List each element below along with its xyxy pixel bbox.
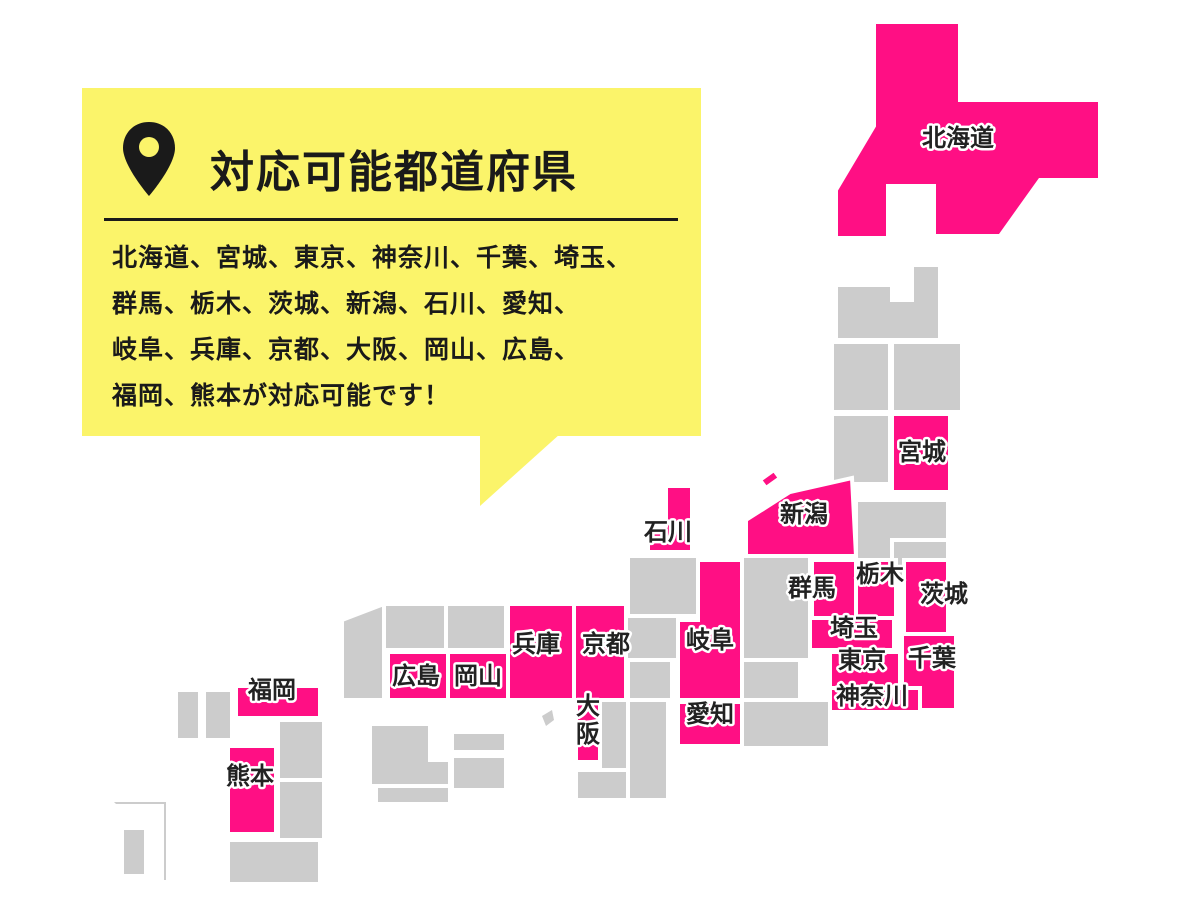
prefecture-toyama xyxy=(626,554,700,618)
map-decoration-0 xyxy=(542,710,554,726)
prefecture-label: 群馬 xyxy=(788,574,836,602)
prefecture-label: 茨城 xyxy=(920,580,968,608)
active-prefectures xyxy=(226,20,1102,836)
prefecture-label: 石川 xyxy=(643,518,692,546)
prefecture-label: 岡山 xyxy=(454,662,502,690)
prefecture-label: 北海道 xyxy=(922,124,994,152)
prefecture-kochi xyxy=(374,784,452,806)
prefecture-hokkaido xyxy=(834,20,1102,240)
prefecture-yamagata xyxy=(830,412,892,486)
prefecture-label: 新潟 xyxy=(780,500,828,528)
prefecture-niigata xyxy=(744,475,859,558)
prefecture-kumamoto xyxy=(226,744,278,836)
map-pin-icon xyxy=(123,122,175,196)
prefecture-iwate xyxy=(890,340,964,414)
prefecture-shimane xyxy=(382,602,448,652)
prefecture-shizuoka xyxy=(740,698,832,750)
prefecture-okinawa xyxy=(120,826,148,878)
prefecture-ehime xyxy=(368,722,452,788)
prefecture-aichi xyxy=(676,700,744,748)
prefecture-aomori xyxy=(834,263,942,342)
prefecture-label: 熊本 xyxy=(226,762,274,790)
prefecture-label: 千葉 xyxy=(908,644,957,672)
prefecture-shiga xyxy=(626,658,674,702)
prefecture-kanagawa xyxy=(828,686,922,714)
callout-tail xyxy=(480,434,560,506)
callout-title: 対応可能都道府県 xyxy=(210,147,578,198)
prefecture-saga xyxy=(202,688,234,742)
prefecture-oita xyxy=(276,718,326,782)
prefecture-label: 埼玉 xyxy=(830,614,878,642)
prefecture-akita xyxy=(830,340,892,414)
prefecture-nagano xyxy=(740,554,812,662)
prefecture-osaka xyxy=(574,698,602,764)
prefecture-label: 東京 xyxy=(838,646,886,674)
prefecture-label: 広島 xyxy=(392,662,440,690)
prefecture-ishikawa xyxy=(646,484,694,554)
prefecture-mie xyxy=(626,698,670,802)
callout-text-line-3: 岐阜、兵庫、京都、大阪、岡山、広島、 xyxy=(112,335,581,364)
prefecture-kagawa xyxy=(450,730,508,754)
prefecture-yamaguchi xyxy=(340,601,386,702)
prefecture-yamanashi xyxy=(740,658,802,702)
prefecture-label: 兵庫 xyxy=(512,630,560,658)
prefecture-nagasaki xyxy=(174,688,202,742)
prefecture-label: 神奈川 xyxy=(836,682,908,710)
prefecture-label: 宮城 xyxy=(898,438,946,466)
prefecture-kagoshima xyxy=(226,838,322,886)
prefecture-label: 栃木 xyxy=(856,560,905,588)
prefecture-miyazaki xyxy=(276,778,326,842)
prefecture-labels: 北海道宮城新潟石川栃木群馬 茨城埼玉東京千葉神奈川 岐阜愛知 京都兵庫大阪 岡山広島福岡… xyxy=(224,122,997,793)
callout-text-line-4: 福岡、熊本が対応可能です！ xyxy=(112,381,451,410)
callout-bubble xyxy=(82,88,701,436)
prefecture-wakayama xyxy=(574,768,630,802)
prefecture-hiroshima xyxy=(386,650,450,702)
callout-divider xyxy=(104,218,678,221)
prefecture-label: 愛知 xyxy=(686,700,734,728)
callout-text-line-1: 北海道、宮城、東京、神奈川、千葉、埼玉、 xyxy=(112,243,633,272)
prefecture-label: 京都 xyxy=(582,630,630,658)
prefecture-tottori xyxy=(444,602,508,652)
prefecture-label: 大阪 xyxy=(576,692,600,748)
callout-text-line-2: 群馬、栃木、茨城、新潟、石川、愛知、 xyxy=(112,289,581,318)
prefecture-miyagi xyxy=(890,412,952,494)
prefecture-label: 岐阜 xyxy=(686,626,734,654)
prefecture-label: 福岡 xyxy=(247,676,296,704)
prefecture-tokushima xyxy=(450,754,508,792)
prefecture-niigata-island xyxy=(757,467,783,491)
prefecture-fukuoka xyxy=(234,684,322,720)
